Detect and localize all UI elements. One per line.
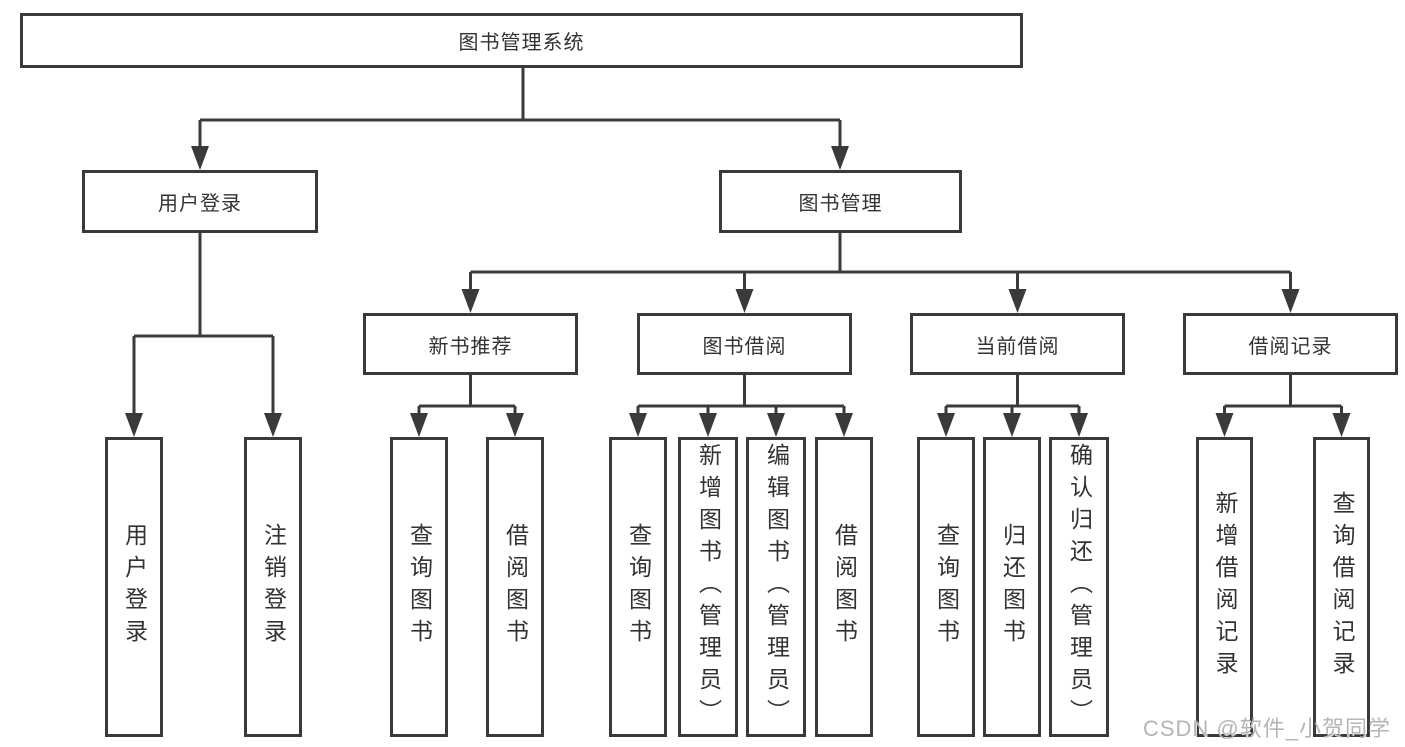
edge-user-login-to-leaves bbox=[125, 233, 282, 437]
node-borrowing-records: 借阅记录 bbox=[1183, 313, 1398, 375]
edge-borrow-record-to-leaves bbox=[1215, 375, 1351, 437]
leaf-logout: 注销登录 bbox=[244, 437, 302, 737]
leaf-query-books-borrowing: 查询图书 bbox=[609, 437, 667, 737]
leaf-add-books-admin: 新增图书（管理员） bbox=[678, 437, 738, 737]
edge-book-borrow-to-leaves bbox=[629, 375, 853, 437]
leaf-query-books-current: 查询图书 bbox=[917, 437, 975, 737]
leaf-edit-books-admin: 编辑图书（管理员） bbox=[746, 437, 806, 737]
leaf-confirm-return-admin: 确认归还（管理员） bbox=[1049, 437, 1109, 737]
leaf-query-borrow-record: 查询借阅记录 bbox=[1313, 437, 1370, 737]
leaf-add-borrow-record: 新增借阅记录 bbox=[1196, 437, 1253, 737]
leaf-return-books: 归还图书 bbox=[983, 437, 1041, 737]
edge-root-to-level2 bbox=[191, 68, 849, 170]
leaf-borrow-books-recommend: 借阅图书 bbox=[486, 437, 544, 737]
node-user-login: 用户登录 bbox=[82, 170, 318, 233]
node-book-management: 图书管理 bbox=[719, 170, 962, 233]
edge-current-borrow-to-leaves bbox=[937, 375, 1088, 437]
node-root-system: 图书管理系统 bbox=[20, 13, 1023, 68]
node-book-borrowing: 图书借阅 bbox=[637, 313, 852, 375]
leaf-query-books-recommend: 查询图书 bbox=[390, 437, 448, 737]
node-current-borrowing: 当前借阅 bbox=[910, 313, 1125, 375]
node-new-book-recommendation: 新书推荐 bbox=[363, 313, 578, 375]
edge-book-mgmt-to-level3 bbox=[461, 233, 1300, 313]
edge-new-book-rec-to-leaves bbox=[410, 375, 524, 437]
csdn-watermark: CSDN @软件_小贺同学 bbox=[1142, 716, 1391, 741]
leaf-user-login: 用户登录 bbox=[105, 437, 163, 737]
leaf-borrow-books-borrowing: 借阅图书 bbox=[815, 437, 873, 737]
